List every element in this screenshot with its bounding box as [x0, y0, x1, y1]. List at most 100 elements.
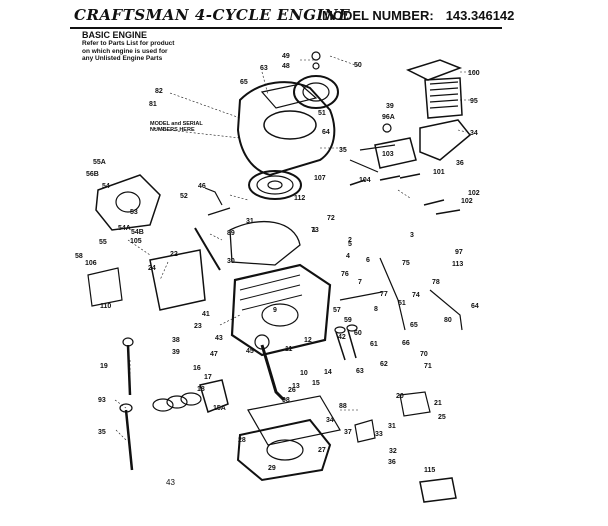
part-ref-number: 51: [398, 300, 406, 307]
part-ref-number: 22: [170, 251, 178, 258]
blower-housing: [236, 81, 336, 177]
part-ref-number: 36: [388, 459, 396, 466]
dipstick: [126, 344, 132, 396]
part-ref-number: 98: [282, 397, 290, 404]
bolt: [423, 199, 461, 215]
leader-lines: [114, 55, 474, 441]
part-ref-number: 49: [282, 53, 290, 60]
part-ref-number: 64: [471, 303, 479, 310]
part-ref-number: 46: [198, 183, 206, 190]
part-ref-number: 77: [380, 291, 388, 298]
part-ref-number: 103: [382, 151, 394, 158]
governor-arm: [429, 289, 463, 331]
part-ref-number: 76: [341, 271, 349, 278]
part-ref-number: 53: [130, 209, 138, 216]
part-ref-number: 38: [172, 337, 180, 344]
page-title: CRAFTSMAN 4-CYCLE ENGINE: [74, 6, 351, 24]
part-ref-number: 96A: [382, 114, 395, 121]
crankshaft: [260, 344, 286, 402]
flywheel: [248, 170, 302, 200]
part-ref-number: 71: [424, 363, 432, 370]
part-ref-number: 88: [339, 403, 347, 410]
part-ref-number: 78: [432, 279, 440, 286]
part-ref-number: 15A: [213, 405, 226, 412]
part-ref-number: 21: [434, 400, 442, 407]
model-label: MODEL NUMBER:: [322, 8, 434, 23]
part-ref-number: 6: [366, 257, 370, 264]
part-ref-number: 45: [246, 348, 254, 355]
part-ref-number: 13: [292, 383, 300, 390]
part-ref-number: 35: [339, 147, 347, 154]
part-ref-number: 102: [461, 198, 473, 205]
reference-numbers: 100953435365049485196A391031041011021071…: [75, 53, 480, 474]
part-ref-number: 104: [359, 177, 371, 184]
part-ref-number: 31: [388, 423, 396, 430]
oil-fill-tube: [124, 409, 134, 471]
part-ref-number: 51: [318, 110, 326, 117]
part-ref-number: 27: [318, 447, 326, 454]
part-ref-number: 14: [324, 369, 332, 376]
part-ref-number: 16: [193, 365, 201, 372]
model-serial-callout: MODEL and SERIAL NUMBERS HERE: [150, 121, 203, 133]
part-ref-number: 43: [215, 335, 223, 342]
air-cleaner-base: [419, 119, 472, 161]
part-ref-number: 97: [455, 249, 463, 256]
part-ref-number: 17: [204, 374, 212, 381]
note-line: on which engine is used for: [82, 47, 168, 55]
part-ref-number: 12: [304, 337, 312, 344]
part-ref-number: 37: [344, 429, 352, 436]
part-ref-number: 75: [402, 260, 410, 267]
part-ref-number: 18: [197, 386, 205, 393]
part-ref-number: 55: [99, 239, 107, 246]
part-ref-number: 15: [312, 380, 320, 387]
part-ref-number: 93: [98, 397, 106, 404]
part-ref-number: 58: [75, 253, 83, 260]
part-ref-number: 80: [444, 317, 452, 324]
part-ref-number: 65: [410, 322, 418, 329]
engine-base: [236, 418, 332, 482]
part-ref-number: 112: [294, 195, 305, 202]
part-ref-number: 1: [312, 227, 316, 234]
part-ref-number: 19: [100, 363, 108, 370]
part-ref-number: 102: [468, 190, 480, 197]
sparkplug-lead: [204, 187, 231, 216]
part-ref-number: 74: [412, 292, 420, 299]
piston-ring: [152, 398, 174, 412]
baffle: [229, 220, 301, 266]
part-ref-number: 66: [402, 340, 410, 347]
brake-bracket: [399, 391, 431, 417]
part-ref-number: 115: [424, 467, 435, 474]
part-ref-number: 89: [227, 230, 235, 237]
part-ref-number: 113: [452, 261, 463, 268]
part-ref-number: 60: [354, 330, 362, 337]
muffler-pipe: [349, 144, 396, 173]
part-ref-number: 61: [370, 341, 378, 348]
part-ref-number: 54B: [131, 229, 144, 236]
part-ref-number: 10: [300, 370, 308, 377]
part-ref-number: 59: [344, 317, 352, 324]
part-ref-number: 55A: [93, 159, 106, 166]
part-ref-number: 24: [148, 265, 156, 272]
part-ref-number: 41: [202, 311, 210, 318]
part-ref-number: 57: [333, 307, 341, 314]
part-ref-number: 30: [227, 258, 235, 265]
part-ref-number: 65: [240, 79, 248, 86]
engine-base-gasket: [247, 395, 341, 446]
part-ref-number: 25: [438, 414, 446, 421]
part-ref-number: 73: [311, 227, 319, 234]
page-number: 43: [166, 478, 175, 487]
part-ref-number: 64: [322, 129, 330, 136]
note-line: any Unlisted Engine Parts: [82, 55, 163, 62]
part-ref-number: 56B: [86, 171, 99, 178]
control-bracket: [149, 249, 206, 311]
part-ref-number: 81: [149, 101, 157, 108]
part-ref-number: 47: [210, 351, 218, 358]
washer: [311, 51, 321, 61]
part-ref-number: 70: [420, 351, 428, 358]
part-ref-number: 48: [282, 63, 290, 70]
part-ref-number: 23: [194, 323, 202, 330]
piston-ring: [166, 395, 188, 409]
part-ref-number: 100: [468, 70, 480, 77]
part-ref-number: 33: [375, 431, 383, 438]
